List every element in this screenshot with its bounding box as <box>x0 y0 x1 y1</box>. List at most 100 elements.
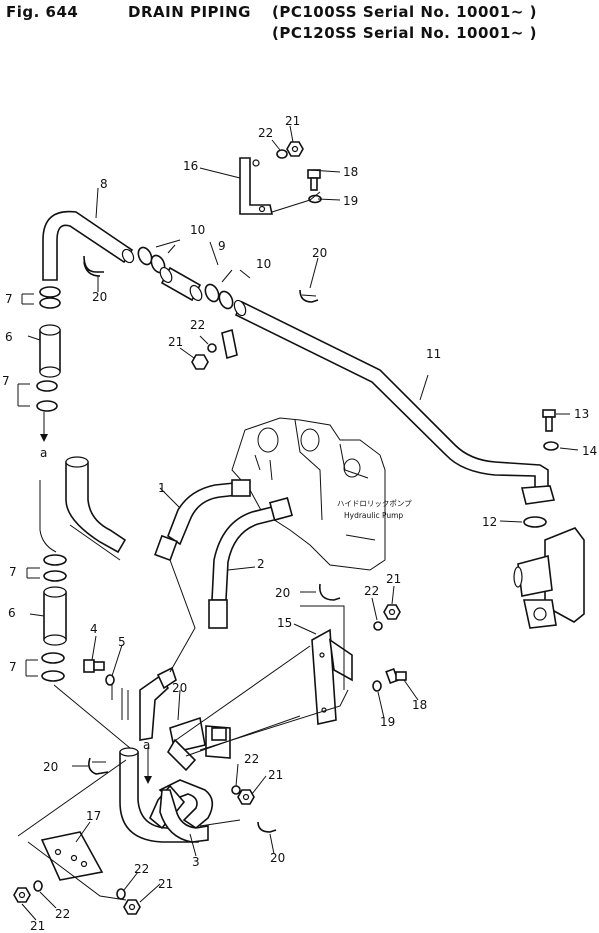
right-fitting <box>513 527 585 629</box>
callout-22-low: 22 <box>244 752 259 766</box>
callout-18-low: 18 <box>412 698 427 712</box>
callout-2: 2 <box>257 557 265 571</box>
washer-22-d <box>231 785 241 795</box>
figure-number: Fig. 644 <box>6 3 79 21</box>
callout-19-low: 19 <box>380 715 395 729</box>
washer-22-c <box>373 621 383 631</box>
nut-21-top <box>286 141 304 157</box>
callout-7-c: 7 <box>9 565 17 579</box>
callout-15: 15 <box>277 616 292 630</box>
callout-4: 4 <box>90 622 98 636</box>
bracket-16 <box>239 157 273 215</box>
bolt-18-low <box>385 667 407 685</box>
bolt-13 <box>542 409 556 432</box>
callout-a-upper: a <box>40 446 47 460</box>
clamp-10-lower <box>204 283 234 310</box>
callout-7-d: 7 <box>9 660 17 674</box>
plate-22-mid <box>191 328 238 370</box>
u-bolt-20-c <box>318 583 341 601</box>
callout-22-bottom-left: 22 <box>55 907 70 921</box>
arrow-a-lower <box>144 756 152 784</box>
header: Fig. 644 DRAIN PIPING (PC100SS Serial No… <box>0 0 599 50</box>
callout-7-a: 7 <box>5 292 13 306</box>
figure-title: DRAIN PIPING <box>128 3 251 21</box>
pump-label-en: Hydraulic Pump <box>344 511 403 520</box>
nut-21-c <box>383 604 401 620</box>
washer-5 <box>105 674 115 686</box>
callout-8: 8 <box>100 177 108 191</box>
washer-14 <box>543 441 559 451</box>
callout-21-top: 21 <box>285 114 300 128</box>
hose-2 <box>208 496 294 629</box>
callout-6-lower: 6 <box>8 606 16 620</box>
hose-1 <box>154 479 251 562</box>
callout-11: 11 <box>426 347 441 361</box>
callout-3: 3 <box>192 855 200 869</box>
hose-6-upper <box>39 324 61 378</box>
clamp-7-a <box>39 286 61 309</box>
arrow-a-upper <box>40 418 48 442</box>
leader-lines <box>17 125 579 921</box>
callout-19-top: 19 <box>343 194 358 208</box>
elbow-left <box>39 456 127 554</box>
pipe-lower-assembly <box>119 666 231 843</box>
callout-10-lower: 10 <box>256 257 271 271</box>
bracket-15 <box>311 628 353 725</box>
nut-21-f <box>13 887 31 903</box>
pipe-8 <box>42 210 135 281</box>
nut-21-d <box>237 789 255 805</box>
callout-21-low: 21 <box>268 768 283 782</box>
callout-13: 13 <box>574 407 589 421</box>
callout-22-right: 22 <box>364 584 379 598</box>
callout-22-bottom: 22 <box>134 862 149 876</box>
washer-22-top <box>276 149 288 159</box>
callout-12: 12 <box>482 515 497 529</box>
callout-16: 16 <box>183 159 198 173</box>
callout-14: 14 <box>582 444 597 458</box>
u-bolt-20-e <box>257 821 277 833</box>
pipe-11 <box>233 299 556 505</box>
callout-22-top: 22 <box>258 126 273 140</box>
washer-22-f <box>33 880 43 892</box>
callout-9: 9 <box>218 239 226 253</box>
callout-21-right: 21 <box>386 572 401 586</box>
pump-label-jp: ハイドロリックポンプ <box>337 499 412 508</box>
callout-10-upper: 10 <box>190 223 205 237</box>
hose-9 <box>159 266 203 302</box>
callout-1: 1 <box>158 481 166 495</box>
serial-line-2: (PC120SS Serial No. 10001~ ) <box>272 24 537 42</box>
bolt-18-top <box>307 169 321 191</box>
hose-6-lower <box>43 586 67 646</box>
clamp-7-d <box>41 652 65 682</box>
u-bolt-20-b <box>299 289 319 303</box>
clamp-7-c <box>43 554 67 582</box>
nut-21-e <box>123 899 141 915</box>
callout-20-left-low: 20 <box>43 760 58 774</box>
callout-7-b: 7 <box>2 374 10 388</box>
washer-19-low <box>372 680 382 692</box>
callout-21-bottom: 21 <box>158 877 173 891</box>
pipe-3 <box>159 789 209 843</box>
callout-20-right-low: 20 <box>270 851 285 865</box>
clamp-7-b <box>36 380 58 412</box>
callout-20-center: 20 <box>172 681 187 695</box>
callout-5: 5 <box>118 635 126 649</box>
callout-20-mid-right: 20 <box>275 586 290 600</box>
callout-20-upper-right: 20 <box>312 246 327 260</box>
serial-line-1: (PC100SS Serial No. 10001~ ) <box>272 3 537 21</box>
bolt-4 <box>83 659 105 673</box>
callout-22-mid: 22 <box>190 318 205 332</box>
callout-20-upper-left: 20 <box>92 290 107 304</box>
callout-18-top: 18 <box>343 165 358 179</box>
callout-21-bottom-left: 21 <box>30 919 45 933</box>
callout-a-lower: a <box>143 738 150 752</box>
callout-17: 17 <box>86 809 101 823</box>
o-ring-12 <box>523 516 547 528</box>
washer-22-e <box>116 888 126 900</box>
u-bolt-20-d <box>88 757 109 775</box>
u-bolt-20-a <box>83 255 104 277</box>
hydraulic-pump <box>231 417 386 571</box>
callout-6-upper: 6 <box>5 330 13 344</box>
bracket-17 <box>40 831 104 881</box>
